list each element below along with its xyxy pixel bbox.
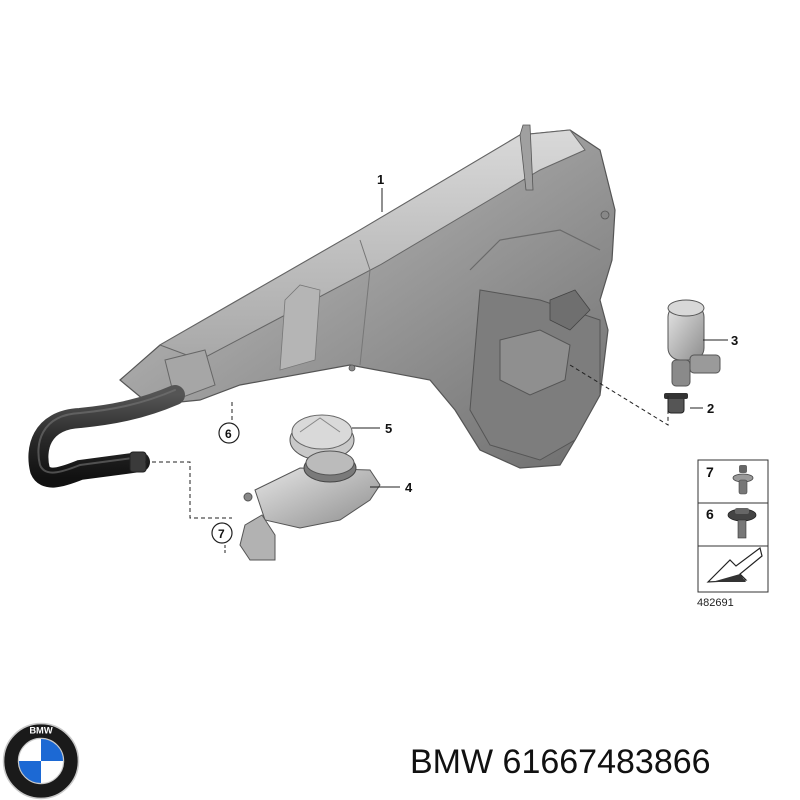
brand-name: BMW [410,743,494,781]
callout-3: 3 [731,333,738,348]
callout-leaders [352,188,728,488]
legend-clip-icon [732,465,754,495]
callout-4: 4 [405,480,413,495]
circled-ref-6-label: 6 [225,427,232,441]
callout-5: 5 [385,421,392,436]
dashed-leaders [145,364,669,519]
callout-1: 1 [377,172,384,187]
legend-screw-icon [727,508,757,539]
legend-row-6-label: 6 [706,506,714,522]
filler-cap [289,414,355,461]
drawing-reference-number: 482691 [697,597,734,609]
logo-letters: BMW [29,726,53,736]
circled-ref-7-label: 7 [218,527,225,541]
washer-pump [667,299,721,387]
part-caption: BMW 61667483866 [410,740,790,784]
pump-grommet [664,393,688,414]
callout-2: 2 [707,401,714,416]
circled-ref-6: 6 [218,422,240,444]
part-number: 61667483866 [502,743,711,781]
reservoir-hose [28,385,185,488]
circled-ref-7: 7 [211,522,233,555]
direction-arrow-icon [706,546,763,583]
filler-neck [239,450,381,561]
fastener-legend: 7 6 482691 [697,459,769,609]
bmw-logo: BMW [2,722,80,800]
reservoir-tank [119,124,616,469]
legend-row-7-label: 7 [706,464,714,480]
